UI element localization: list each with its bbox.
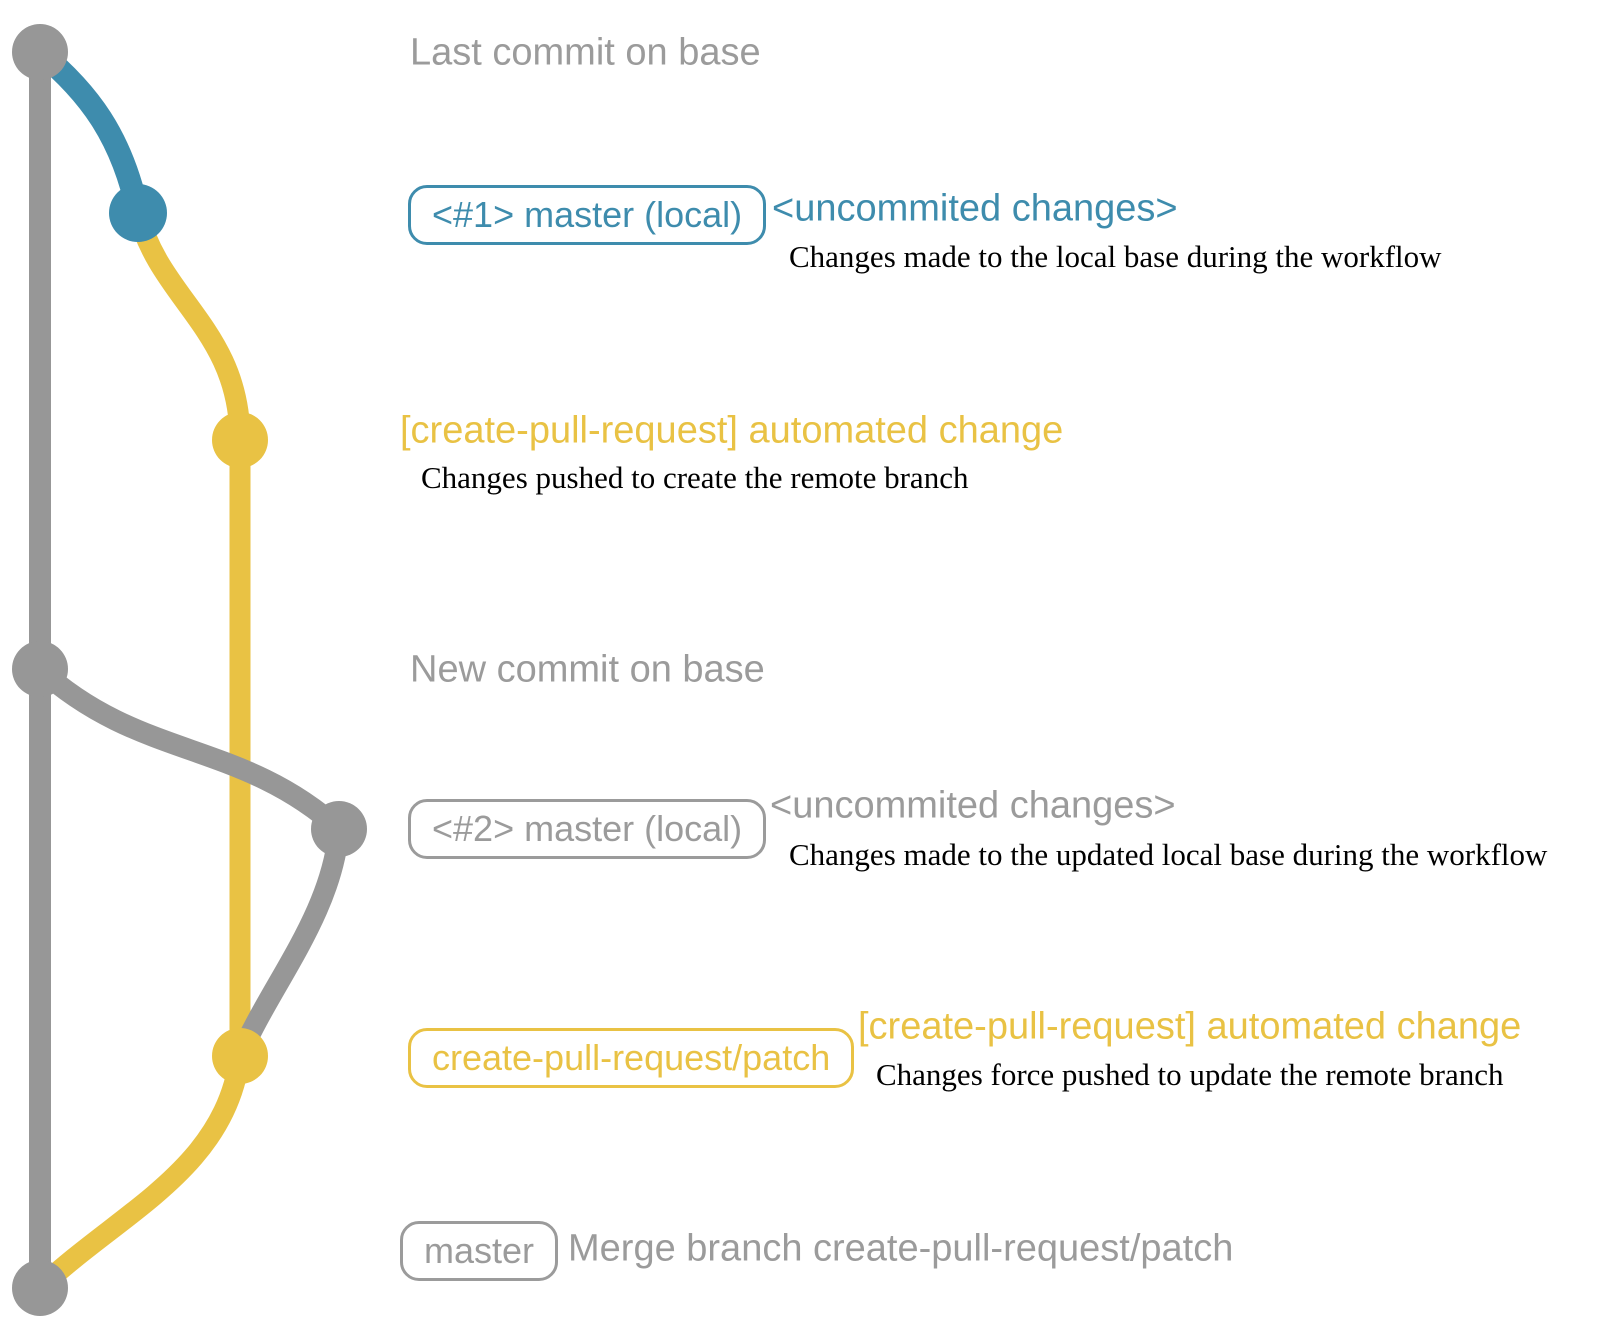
annotation-new-commit-on-base: New commit on base <box>410 648 765 691</box>
tag-master-local-2-label: <#2> master (local) <box>432 808 743 849</box>
note-uncommitted-changes-1: <uncommited changes> <box>772 187 1178 230</box>
note-automated-change-2: [create-pull-request] automated change <box>858 1005 1522 1048</box>
commit-dot-merge <box>12 1260 68 1316</box>
tag-master-local-1-label: <#1> master (local) <box>432 194 743 235</box>
tag-master-merged: master <box>400 1221 559 1281</box>
tag-create-pull-request-patch: create-pull-request/patch <box>408 1028 855 1088</box>
annotation-last-commit-on-base: Last commit on base <box>410 31 761 74</box>
pull-request-branch-curve-top <box>127 202 251 451</box>
commit-dot-automated-2 <box>212 1028 268 1084</box>
updated-local-branch-curve <box>29 658 350 840</box>
merge-curve <box>29 1045 251 1299</box>
commit-dot-last-base <box>12 24 68 80</box>
tag-master-local-1: <#1> master (local) <box>408 185 767 245</box>
commit-dot-local-2 <box>311 801 367 857</box>
tag-create-pull-request-patch-label: create-pull-request/patch <box>432 1037 831 1078</box>
note-merge-branch: Merge branch create-pull-request/patch <box>568 1227 1234 1270</box>
commit-dot-automated-1 <box>212 412 268 468</box>
note-uncommitted-changes-2: <uncommited changes> <box>770 784 1176 827</box>
tag-master-merged-label: master <box>424 1230 535 1271</box>
caption-local-changes-1: Changes made to the local base during th… <box>789 239 1442 274</box>
force-push-source-curve <box>229 818 350 1067</box>
commit-dot-local-1 <box>109 184 167 242</box>
caption-push-create-remote: Changes pushed to create the remote bran… <box>421 460 969 495</box>
note-automated-change-1: [create-pull-request] automated change <box>400 409 1064 452</box>
tag-master-local-2: <#2> master (local) <box>408 799 767 859</box>
caption-force-push-update-remote: Changes force pushed to update the remot… <box>876 1057 1504 1092</box>
commit-dot-new-base <box>12 641 68 697</box>
caption-local-changes-2: Changes made to the updated local base d… <box>789 837 1548 872</box>
